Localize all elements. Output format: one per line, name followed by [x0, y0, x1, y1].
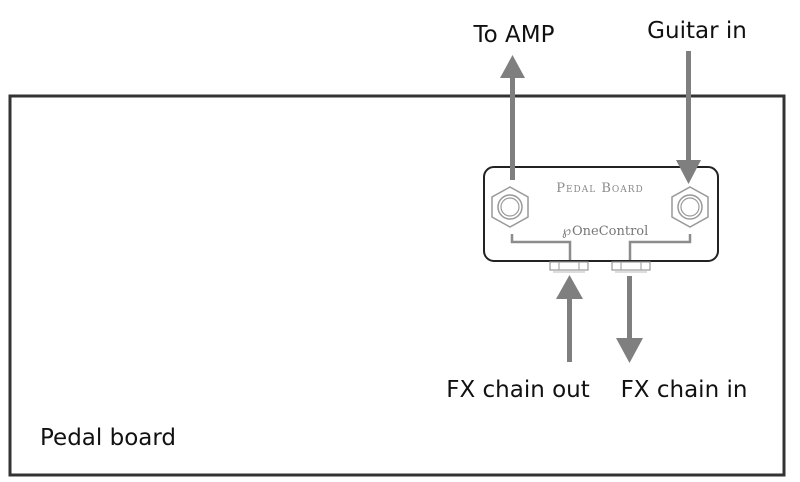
arrow-up-icon: [500, 55, 525, 78]
jack-body: [611, 261, 651, 271]
pedal-title: Pedal Board: [556, 181, 644, 196]
pedal-enclosure: [483, 166, 719, 262]
left-footswitch-ring-inner: [500, 197, 520, 217]
jack-body: [549, 261, 589, 271]
brand-logo: ℘ OneControl: [562, 224, 648, 239]
arrow-to-amp: [500, 55, 525, 180]
arrow-shaft: [686, 51, 691, 163]
arrow-fx-chain-in: [616, 276, 643, 363]
arrow-shaft: [510, 76, 515, 180]
jack-fx-chain-out: [549, 261, 589, 273]
arrow-up-icon: [556, 275, 583, 299]
arrow-guitar-in: [676, 51, 701, 184]
arrow-down-icon: [616, 338, 643, 363]
label-fx-chain-out: FX chain out: [446, 377, 590, 403]
left-footswitch: [491, 186, 529, 228]
brand-name: OneControl: [572, 224, 648, 239]
right-footswitch-ring-inner: [680, 197, 700, 217]
label-pedal-board: Pedal board: [40, 425, 176, 451]
right-footswitch: [671, 186, 709, 228]
pedal-board-outline: [8, 94, 786, 477]
internal-wire-left: [510, 234, 572, 260]
arrow-fx-chain-out: [556, 275, 583, 362]
label-guitar-in: Guitar in: [647, 18, 747, 44]
label-to-amp: To AMP: [473, 22, 555, 48]
jack-fx-chain-in: [611, 261, 651, 273]
arrow-down-icon: [676, 160, 701, 184]
brand-logo-icon: ℘: [562, 224, 571, 239]
label-fx-chain-in: FX chain in: [621, 377, 748, 403]
arrow-shaft: [627, 276, 632, 338]
internal-wire-right: [628, 234, 692, 260]
arrow-shaft: [567, 296, 572, 362]
